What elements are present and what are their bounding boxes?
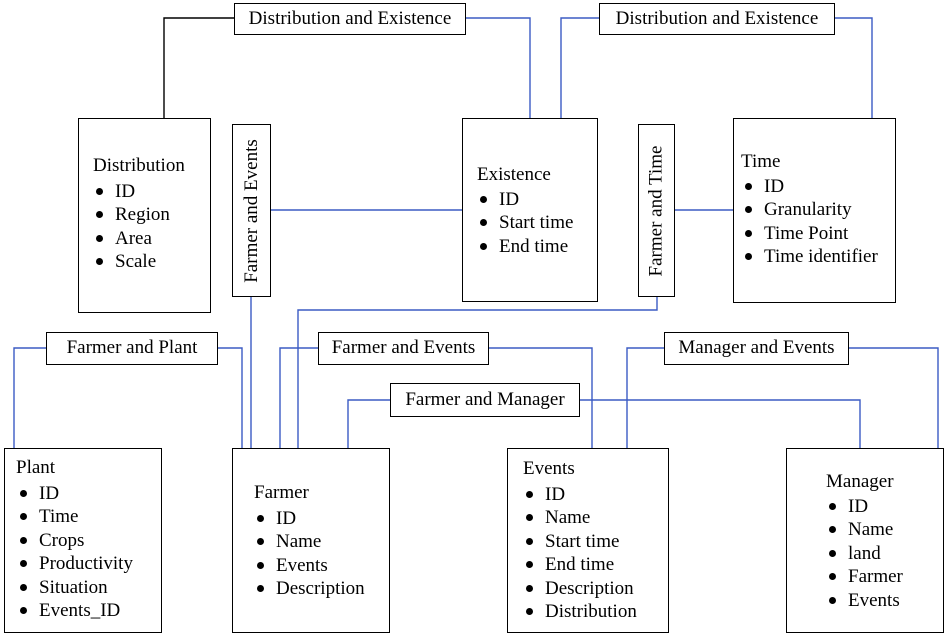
link-events-rel-manager [626,347,664,448]
relation-distribution-existence-2: Distribution and Existence [599,3,835,35]
attribute-list: ID Start time End time [477,188,573,258]
attribute-list: ID Region Area Scale [93,180,170,274]
attribute-item: Start time [523,530,637,553]
link-rel1-existence [466,17,531,118]
relation-label: Farmer and Events [331,337,476,358]
relation-label: Farmer and Plant [66,337,198,358]
link-existence-rel2 [560,17,599,118]
relation-label: Farmer and Manager [405,389,565,410]
relation-label: Manager and Events [678,337,835,358]
relation-label: Farmer and Time [645,145,667,276]
attribute-item: Distribution [523,600,637,623]
entity-plant: Plant ID Time Crops Productivity Situati… [4,448,162,633]
attribute-item: Events_ID [17,599,133,622]
link-plant-rel [13,347,46,448]
attribute-list: ID Granularity Time Point Time identifie… [742,175,878,269]
entity-farmer: Farmer ID Name Events Description [232,448,390,633]
relation-label: Farmer and Events [240,138,262,283]
relation-manager-events: Manager and Events [664,332,849,365]
attribute-item: ID [17,482,133,505]
entity-title: Time [741,151,781,172]
entity-title: Manager [826,471,894,492]
relation-distribution-existence-1: Distribution and Existence [234,3,466,35]
entity-title: Plant [16,457,56,478]
link-farmer-time-farmer [297,297,658,448]
link-rel2-time [835,17,873,118]
attribute-item: Crops [17,529,133,552]
attribute-item: Situation [17,576,133,599]
attribute-item: End time [477,235,573,258]
link-farmer-rel-events [279,347,318,448]
attribute-item: Name [254,530,365,553]
attribute-item: ID [254,507,365,530]
attribute-item: Farmer [826,565,903,588]
attribute-item: Events [254,554,365,577]
entity-title: Farmer [254,482,309,503]
attribute-item: ID [742,175,878,198]
attribute-item: ID [826,495,903,518]
relation-farmer-events-vertical: Farmer and Events [232,124,271,297]
relation-farmer-plant: Farmer and Plant [46,332,218,365]
attribute-list: ID Name Events Description [254,507,365,601]
attribute-item: Start time [477,211,573,234]
link-rel-manager-farmer [580,399,861,448]
attribute-item: Region [93,203,170,226]
attribute-list: ID Name land Farmer Events [826,495,903,612]
attribute-list: ID Name Start time End time Description … [523,483,637,623]
link-farmer-rel-manager [347,399,390,448]
attribute-item: Granularity [742,198,878,221]
attribute-item: Time identifier [742,245,878,268]
attribute-item: End time [523,553,637,576]
relation-farmer-events: Farmer and Events [318,332,489,365]
attribute-item: Name [826,518,903,541]
entity-manager: Manager ID Name land Farmer Events [786,448,944,633]
attribute-item: Scale [93,250,170,273]
entity-time: Time ID Granularity Time Point Time iden… [733,118,896,303]
attribute-list: ID Time Crops Productivity Situation Eve… [17,482,133,622]
attribute-item: Description [254,577,365,600]
entity-existence: Existence ID Start time End time [462,118,598,302]
relation-farmer-manager: Farmer and Manager [390,383,580,417]
relation-label: Distribution and Existence [615,8,819,29]
link-rel-manager-manager [849,347,939,448]
entity-title: Distribution [93,155,185,176]
attribute-item: Area [93,227,170,250]
attribute-item: Description [523,577,637,600]
attribute-item: ID [523,483,637,506]
attribute-item: ID [93,180,170,203]
link-rel-events-events [489,347,593,448]
relation-farmer-time-vertical: Farmer and Time [638,124,675,297]
attribute-item: land [826,542,903,565]
attribute-item: Productivity [17,552,133,575]
link-distribution-rel1 [163,17,234,118]
attribute-item: ID [477,188,573,211]
entity-title: Existence [477,164,551,185]
attribute-item: Time Point [742,222,878,245]
relation-label: Distribution and Existence [248,8,452,29]
entity-distribution: Distribution ID Region Area Scale [78,118,211,313]
attribute-item: Time [17,505,133,528]
entity-title: Events [523,458,575,479]
attribute-item: Name [523,506,637,529]
attribute-item: Events [826,589,903,612]
link-rel-farmer-plant [218,347,243,448]
entity-events: Events ID Name Start time End time Descr… [507,448,669,633]
